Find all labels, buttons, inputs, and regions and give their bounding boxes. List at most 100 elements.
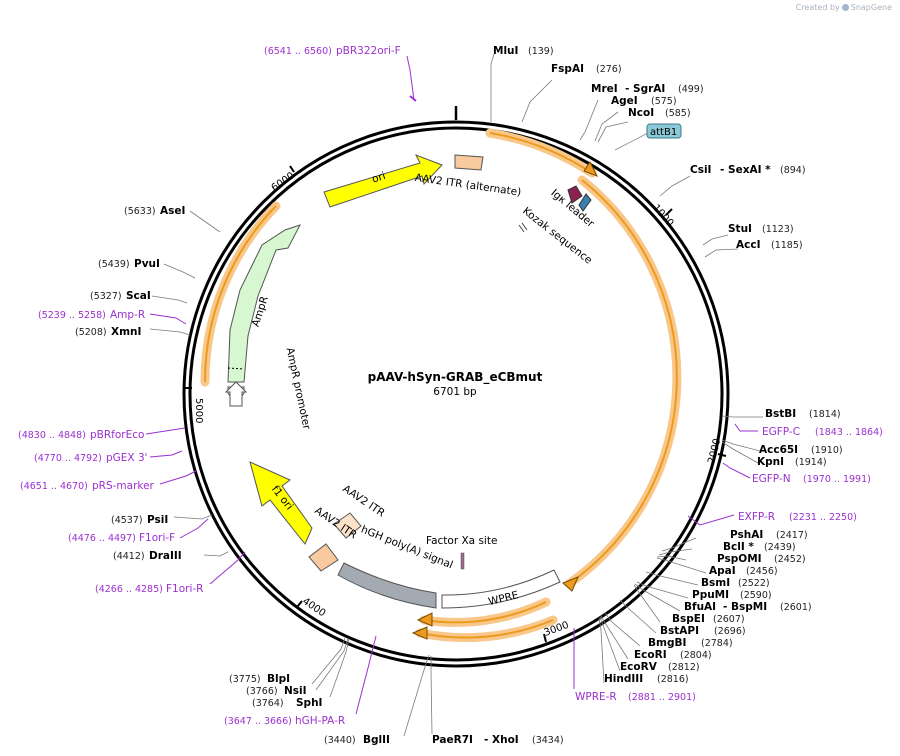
backbone-outer-ring — [182, 120, 730, 668]
primer-exfp-r[interactable]: EXFP-R (2231 .. 2250) — [738, 511, 857, 523]
site-ncoi[interactable]: NcoI(585) — [628, 107, 691, 119]
site-draiii[interactable]: (4412)DraIII — [113, 550, 182, 562]
site-csii[interactable]: CsiI- SexAI *(894) — [690, 164, 806, 176]
site-hindiii[interactable]: HindIII(2816) — [604, 673, 689, 685]
site-bglii[interactable]: (3440)BglII — [324, 734, 390, 746]
svg-text:BclI *: BclI * — [723, 541, 754, 553]
svg-text:SphI: SphI — [296, 697, 322, 709]
site-acci[interactable]: AccI(1185) — [736, 239, 803, 251]
svg-text:PsiI: PsiI — [147, 514, 168, 526]
cds-arrowhead-top — [583, 161, 599, 177]
site-stui[interactable]: StuI(1123) — [728, 223, 794, 235]
svg-text:(575): (575) — [651, 96, 677, 107]
site-pshai[interactable]: PshAI(2417) — [730, 529, 808, 541]
svg-text:(2804): (2804) — [680, 650, 712, 661]
site-bmgbi[interactable]: BmgBI(2784) — [648, 637, 733, 649]
site-apai[interactable]: ApaI(2456) — [709, 565, 778, 577]
f1-ori-feature[interactable]: f1 ori — [249, 461, 313, 545]
primer-prs-marker[interactable]: (4651 .. 4670)pRS-marker — [20, 480, 155, 492]
site-asei[interactable]: (5633)AseI — [124, 205, 185, 217]
site-bsmi[interactable]: BsmI(2522) — [701, 577, 770, 589]
svg-text:(5327): (5327) — [90, 291, 122, 302]
svg-text:(1814): (1814) — [809, 409, 841, 420]
primer-amp-r[interactable]: (5239 .. 5258)Amp-R — [38, 309, 145, 321]
site-paer7i[interactable]: PaeR7I- XhoI(3434) — [432, 734, 564, 746]
site-bspei[interactable]: BspEI(2607) — [672, 613, 745, 625]
site-blpi[interactable]: (3775)BlpI — [229, 673, 290, 685]
svg-text:PspOMI: PspOMI — [717, 553, 762, 565]
site-scai[interactable]: (5327)ScaI — [90, 290, 151, 302]
primer-egfp-n[interactable]: EGFP-N(1970 .. 1991) — [752, 473, 871, 485]
site-bfuai[interactable]: BfuAI- BspMI(2601) — [684, 601, 812, 613]
cds-arc-top[interactable] — [489, 132, 593, 174]
primer-pgex3[interactable]: (4770 .. 4792)pGEX 3' — [34, 452, 148, 464]
primer-f1ori-r[interactable]: (4266 .. 4285)F1ori-R — [95, 583, 203, 595]
svg-text:EGFP-N: EGFP-N — [752, 473, 791, 485]
primer-pbr322ori-f[interactable]: (6541 .. 6560)pBR322ori-F — [264, 45, 401, 57]
svg-text:(1123): (1123) — [762, 224, 794, 235]
svg-text:(2231 .. 2250): (2231 .. 2250) — [789, 512, 857, 523]
svg-text:EXFP-R: EXFP-R — [738, 511, 775, 523]
site-bstapi[interactable]: BstAPI(2696) — [660, 625, 746, 637]
attb1-feature[interactable]: attB1 — [614, 123, 682, 151]
svg-text:EcoRI: EcoRI — [634, 649, 667, 661]
factor-xa-feature[interactable]: Factor Xa site — [426, 535, 497, 570]
svg-text:(1914): (1914) — [795, 457, 827, 468]
site-acc65i[interactable]: Acc65I(1910) — [759, 444, 843, 456]
svg-text:(2590): (2590) — [740, 590, 772, 601]
svg-text:MreI: MreI — [591, 83, 618, 95]
svg-text:(5208): (5208) — [75, 327, 107, 338]
primer-egfp-c[interactable]: EGFP-C(1843 .. 1864) — [762, 426, 883, 438]
site-mrei[interactable]: MreI - SgrAI (499) — [591, 83, 704, 95]
svg-text:NcoI: NcoI — [628, 107, 654, 119]
svg-text:FspAI: FspAI — [551, 63, 584, 75]
site-ppumi[interactable]: PpuMI(2590) — [692, 589, 772, 601]
site-ecorv[interactable]: EcoRV(2812) — [620, 661, 700, 673]
primer-f1ori-f[interactable]: (4476 .. 4497)F1ori-F — [68, 532, 175, 544]
svg-text:AAV2 ITR: AAV2 ITR — [340, 483, 387, 520]
site-fspai[interactable]: FspAI(276) — [551, 63, 622, 75]
ori-feature[interactable]: ori — [323, 154, 443, 208]
svg-text:DraIII: DraIII — [149, 550, 182, 562]
site-sphi[interactable]: (3764) SphI — [252, 697, 322, 709]
cds-arc-left[interactable] — [203, 205, 277, 383]
svg-text:AccI: AccI — [736, 239, 760, 251]
site-mlui[interactable]: MluI(139) — [493, 45, 554, 57]
svg-text:(3764): (3764) — [252, 698, 284, 709]
svg-text:(1910): (1910) — [811, 445, 843, 456]
primer-hgh-pa-r[interactable]: (3647 .. 3666)hGH-PA-R — [224, 715, 345, 727]
svg-text:KpnI: KpnI — [757, 456, 784, 468]
svg-text:BlpI: BlpI — [267, 673, 290, 685]
site-pspomi[interactable]: PspOMI(2452) — [717, 553, 806, 565]
primer-pbrforeco[interactable]: (4830 .. 4848)pBRforEco — [18, 429, 144, 441]
site-psii[interactable]: (4537)PsiI — [111, 514, 168, 526]
site-kpni[interactable]: KpnI (1914) — [757, 456, 827, 468]
site-pvui[interactable]: (5439)PvuI — [98, 258, 160, 270]
svg-text:BspEI: BspEI — [672, 613, 705, 625]
site-agei[interactable]: AgeI(575) — [611, 95, 677, 107]
svg-text:(2696): (2696) — [714, 626, 746, 637]
svg-text:ApaI: ApaI — [709, 565, 736, 577]
svg-text:(3434): (3434) — [532, 735, 564, 746]
cds-arc-gfp[interactable] — [569, 179, 678, 584]
primer-wpre-r[interactable]: WPRE-R(2881 .. 2901) — [575, 691, 696, 703]
site-xmni[interactable]: (5208) XmnI — [75, 326, 141, 338]
igk-leader-feature[interactable]: Igκ leader — [548, 185, 597, 230]
cds-arc-bottom-1[interactable] — [423, 601, 547, 624]
cds-arc-bottom-2[interactable] — [419, 619, 554, 639]
svg-text:BmgBI: BmgBI — [648, 637, 686, 649]
cds-highlight-gfp — [565, 175, 682, 588]
brand-name: SnapGene — [850, 3, 892, 12]
svg-text:hGH poly(A) signal: hGH poly(A) signal — [359, 524, 454, 572]
svg-text:- SgrAI: - SgrAI — [625, 83, 665, 95]
cds-arrowhead-bottom-2 — [411, 626, 428, 640]
svg-text:XmnI: XmnI — [111, 326, 141, 338]
site-bcli[interactable]: BclI *(2439) — [723, 541, 796, 553]
site-bstbi[interactable]: BstBI(1814) — [765, 408, 841, 420]
svg-text:BglII: BglII — [363, 734, 390, 746]
svg-text:4000: 4000 — [300, 596, 327, 619]
site-ecori[interactable]: EcoRI (2804) — [634, 649, 712, 661]
site-nsii[interactable]: (3766)NsiI — [246, 685, 307, 697]
svg-text:(499): (499) — [678, 84, 704, 95]
